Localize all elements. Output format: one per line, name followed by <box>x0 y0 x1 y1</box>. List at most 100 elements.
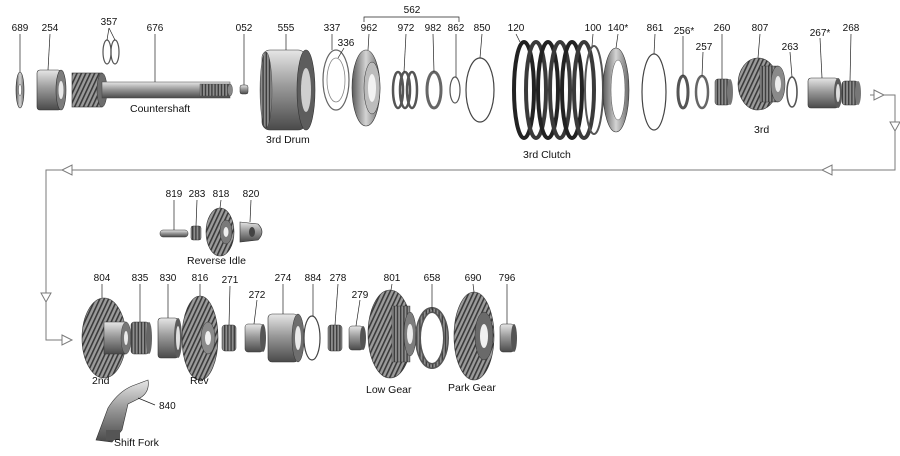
callout-830: 830 <box>160 273 177 284</box>
part-052-pin[interactable] <box>239 84 249 95</box>
caption-reverse-idle: Reverse Idle <box>187 255 246 267</box>
callout-337: 337 <box>324 23 341 34</box>
callout-796: 796 <box>499 273 516 284</box>
callout-263: 263 <box>782 42 799 53</box>
part-830-collar[interactable] <box>157 317 182 359</box>
part-279-collar[interactable] <box>348 325 366 351</box>
part-689-washer[interactable] <box>15 71 25 109</box>
callout-357: 357 <box>101 17 118 28</box>
caption-low-gear: Low Gear <box>366 384 412 396</box>
part-861-snap-ring[interactable] <box>641 53 667 131</box>
part-357-snap-rings[interactable] <box>102 39 120 65</box>
part-804-second-gear[interactable] <box>81 297 132 379</box>
part-260-needle-bearing[interactable] <box>714 78 733 106</box>
callout-271: 271 <box>222 275 239 286</box>
part-801-low-gear[interactable] <box>367 289 417 379</box>
callout-816: 816 <box>192 273 209 284</box>
callout-100: 100 <box>585 23 602 34</box>
part-676-countershaft[interactable] <box>71 72 233 108</box>
callout-336: 336 <box>338 38 355 49</box>
callout-254: 254 <box>42 23 59 34</box>
callout-972: 972 <box>398 23 415 34</box>
part-336-seal-ring[interactable] <box>326 57 346 103</box>
part-884-snap-ring[interactable] <box>303 315 321 361</box>
part-283-bearing[interactable] <box>190 225 202 241</box>
captions: Countershaft 3rd Drum 3rd Clutch 3rd Rev… <box>92 103 769 449</box>
part-337-seal-ring[interactable] <box>322 49 350 111</box>
part-272-collar[interactable] <box>244 323 266 353</box>
callout-807: 807 <box>752 23 769 34</box>
part-835-bearing[interactable] <box>130 321 152 355</box>
callout-256: 256* <box>674 26 695 37</box>
callout-884: 884 <box>305 273 322 284</box>
callout-840: 840 <box>159 401 176 412</box>
part-267-collar[interactable] <box>807 77 842 109</box>
callout-272: 272 <box>249 290 266 301</box>
part-807-third-gear[interactable] <box>737 57 786 111</box>
callout-257: 257 <box>696 42 713 53</box>
caption-rev: Rev <box>190 375 209 387</box>
callout-835: 835 <box>132 273 149 284</box>
part-263-snap-ring[interactable] <box>786 76 798 108</box>
callout-268: 268 <box>843 23 860 34</box>
callout-861: 861 <box>647 23 664 34</box>
callout-555: 555 <box>278 23 295 34</box>
part-690-park-gear[interactable] <box>453 291 495 381</box>
caption-third-drum: 3rd Drum <box>266 134 310 146</box>
part-850-snap-ring[interactable] <box>465 57 495 123</box>
part-816-reverse-gear[interactable] <box>181 295 219 381</box>
part-278-bearing[interactable] <box>327 324 343 352</box>
callout-862: 862 <box>448 23 465 34</box>
callout-658: 658 <box>424 273 441 284</box>
callout-260: 260 <box>714 23 731 34</box>
caption-third-clutch: 3rd Clutch <box>523 149 571 161</box>
callout-818: 818 <box>213 189 230 200</box>
part-257-thrust-bearing[interactable] <box>694 74 710 110</box>
callout-962: 962 <box>361 23 378 34</box>
part-271-bearing[interactable] <box>221 324 237 352</box>
callout-562: 562 <box>404 5 421 16</box>
part-820-holder[interactable] <box>239 221 263 243</box>
caption-second: 2nd <box>92 375 110 387</box>
callout-804: 804 <box>94 273 111 284</box>
callout-052: 052 <box>236 23 253 34</box>
part-818-reverse-idle-gear[interactable] <box>205 207 235 257</box>
callout-120: 120 <box>508 23 525 34</box>
callout-690: 690 <box>465 273 482 284</box>
part-982-retainer[interactable] <box>425 70 443 110</box>
caption-shift-fork: Shift Fork <box>114 437 160 449</box>
callout-274: 274 <box>275 273 292 284</box>
caption-third: 3rd <box>754 124 769 136</box>
callout-283: 283 <box>189 189 206 200</box>
callout-801: 801 <box>384 273 401 284</box>
caption-park-gear: Park Gear <box>448 382 496 394</box>
part-254-bearing[interactable] <box>36 69 67 111</box>
callout-676: 676 <box>147 23 164 34</box>
assembly-flow-path <box>40 89 900 346</box>
callout-278: 278 <box>330 273 347 284</box>
part-274-ball-bearing[interactable] <box>267 313 305 363</box>
callout-numbers: 689 254 357 676 052 555 337 336 562 962 … <box>12 5 860 412</box>
callout-819: 819 <box>166 189 183 200</box>
part-120-clutch-plates[interactable] <box>512 40 596 140</box>
part-862-snap-ring[interactable] <box>449 76 461 104</box>
callout-267: 267* <box>810 28 831 39</box>
part-840-shift-fork[interactable] <box>95 379 149 443</box>
callout-850: 850 <box>474 23 491 34</box>
part-796-bearing[interactable] <box>499 323 517 353</box>
callout-140: 140* <box>608 23 629 34</box>
part-140-pressure-plate[interactable] <box>602 47 630 133</box>
part-555-third-drum[interactable] <box>259 49 316 131</box>
callout-279: 279 <box>352 290 369 301</box>
part-972-spring[interactable] <box>391 70 419 110</box>
part-962-piston[interactable] <box>351 49 381 127</box>
part-658-one-way-clutch[interactable] <box>415 307 449 369</box>
callout-689: 689 <box>12 23 29 34</box>
leader-lines <box>19 16 852 406</box>
callout-820: 820 <box>243 189 260 200</box>
part-256-thrust-washer[interactable] <box>676 74 690 110</box>
callout-982: 982 <box>425 23 442 34</box>
part-819-shaft[interactable] <box>159 229 189 238</box>
part-268-needle-bearing[interactable] <box>841 80 861 106</box>
